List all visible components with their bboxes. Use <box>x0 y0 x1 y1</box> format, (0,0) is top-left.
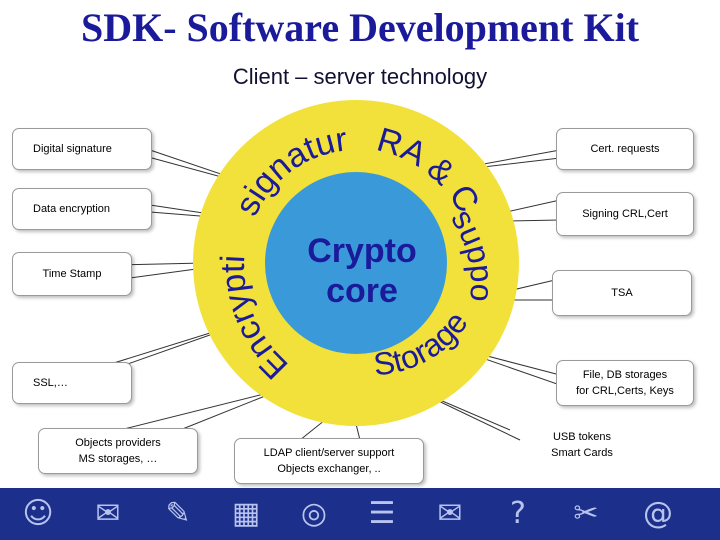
paperclip-icon: ✂ <box>573 496 599 531</box>
box-ldap-line1: LDAP client/server support <box>263 446 395 459</box>
box-objects-providers-line2: MS storages, … <box>78 453 158 465</box>
decorative-icon-strip: ☺ ✉ ✎ ▦ ◎ ☰ ✉ ? ✂ @ <box>0 488 720 540</box>
calendar-icon: ▦ <box>231 496 261 531</box>
box-usb-line1: USB tokens <box>552 430 612 443</box>
smiley-icon: ☺ <box>22 496 54 531</box>
envelope-icon: ✉ <box>437 496 463 531</box>
box-file-db: File, DB storages for CRL,Certs, Keys <box>556 360 694 406</box>
connector-objects-providers <box>119 389 281 431</box>
disc-icon: ◎ <box>300 496 328 531</box>
core-label-line1: Crypto <box>307 232 417 270</box>
pencil-icon: ✎ <box>165 496 191 531</box>
list-icon: ☰ <box>368 496 396 531</box>
box-digital-signature: Digital signature <box>12 128 152 170</box>
box-digital-signature-label: Digital signature <box>33 142 112 155</box>
box-file-db-line2: for CRL,Certs, Keys <box>576 385 674 397</box>
box-data-encryption: Data encryption <box>12 188 152 230</box>
core-label-line2: core <box>326 272 398 310</box>
crypto-core-circle <box>265 172 447 354</box>
at-sign-icon: @ <box>643 496 673 531</box>
box-signing-crl-label: Signing CRL,Cert <box>582 207 668 220</box>
mail-icon: ✉ <box>95 496 121 531</box>
page-title: SDK- Software Development Kit <box>80 5 640 50</box>
box-usb-tokens: USB tokens Smart Cards <box>520 425 644 465</box>
box-cert-requests-label: Cert. requests <box>590 142 660 155</box>
box-cert-requests: Cert. requests <box>556 128 694 170</box>
box-ldap-line2: Objects exchanger, .. <box>277 463 381 475</box>
box-signing-crl: Signing CRL,Cert <box>556 192 694 236</box>
box-data-encryption-label: Data encryption <box>33 202 111 215</box>
box-objects-providers: Objects providers MS storages, … <box>38 428 198 474</box>
box-tsa-label: TSA <box>611 286 633 299</box>
box-ssl-label: SSL,… <box>33 376 68 389</box>
page-subtitle: Client – server technology <box>232 64 488 89</box>
box-ldap: LDAP client/server support Objects excha… <box>234 438 424 484</box>
box-usb-line2: Smart Cards <box>551 447 613 459</box>
box-time-stamp-label: Time Stamp <box>42 267 102 280</box>
box-objects-providers-line1: Objects providers <box>75 436 161 449</box>
question-icon: ? <box>510 496 526 531</box>
box-ssl: SSL,… <box>12 362 132 404</box>
box-file-db-line1: File, DB storages <box>582 368 668 381</box>
box-time-stamp: Time Stamp <box>12 252 132 296</box>
box-tsa: TSA <box>552 270 692 316</box>
